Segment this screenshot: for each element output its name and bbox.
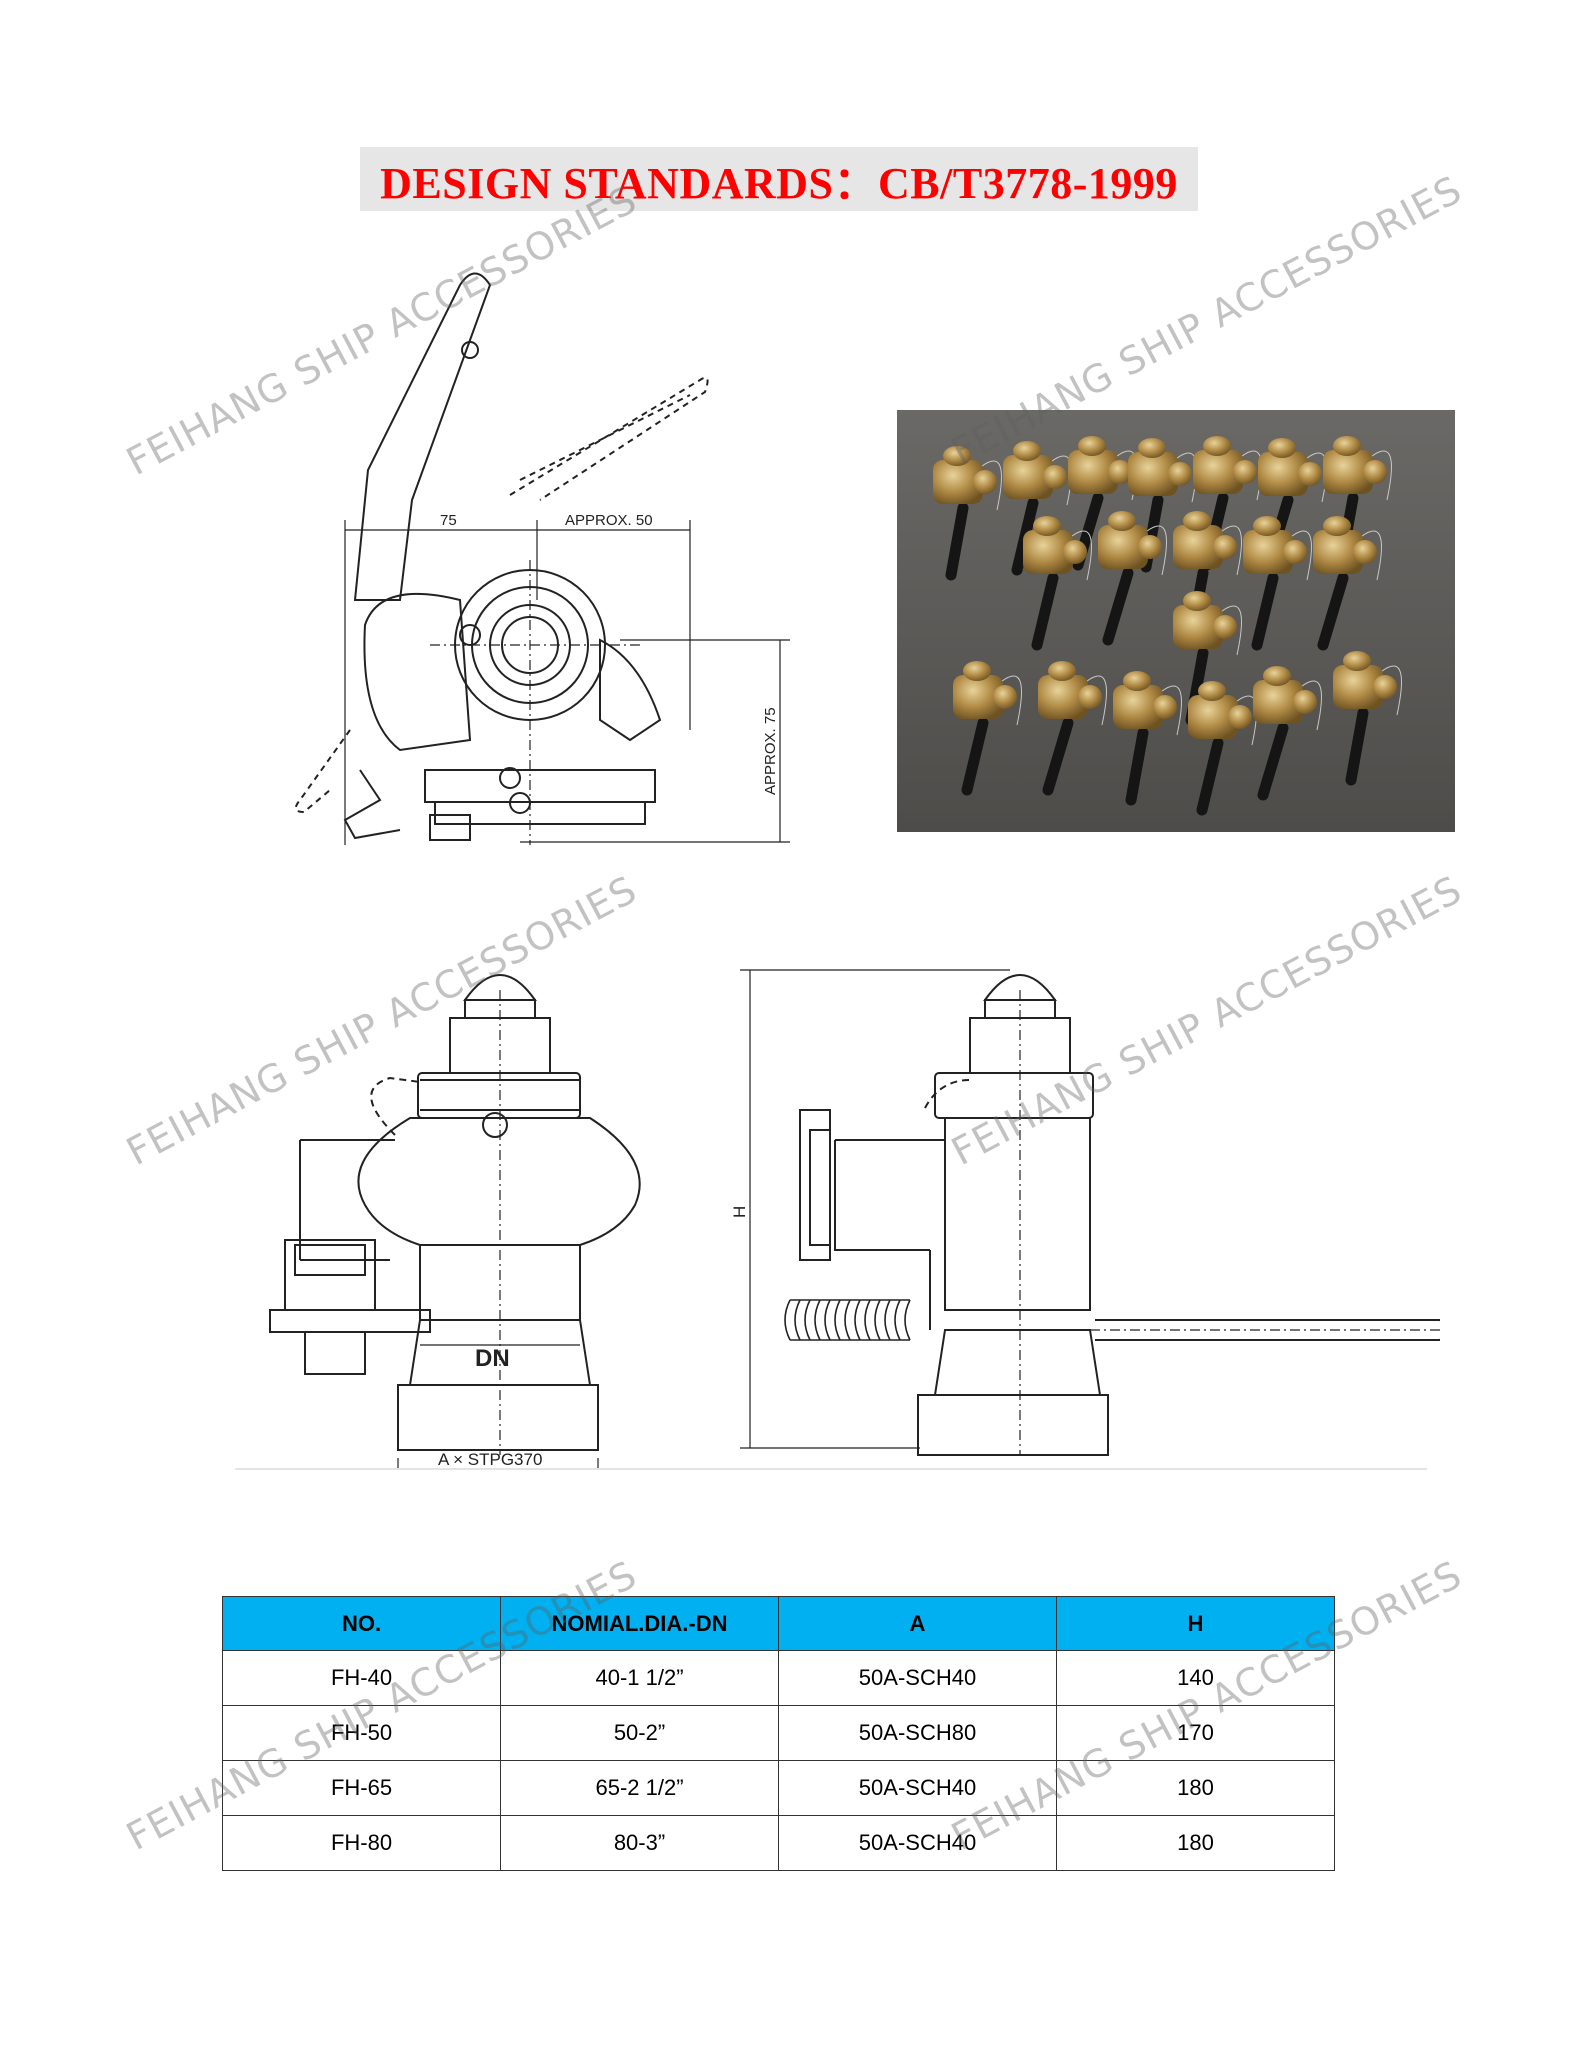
column-header-no: NO. bbox=[222, 1596, 501, 1651]
valve-shape bbox=[1173, 591, 1242, 726]
cell-no: FH-80 bbox=[222, 1815, 501, 1871]
front-view-drawing: DN A × STPG370 bbox=[269, 974, 641, 1470]
valve-shape bbox=[953, 661, 1022, 796]
valve-shape bbox=[1253, 666, 1322, 801]
valve-shape bbox=[1313, 516, 1382, 651]
product-photo bbox=[897, 410, 1455, 832]
table-row: FH-50 50-2” 50A-SCH80 170 bbox=[222, 1705, 1335, 1761]
cell-h: 180 bbox=[1056, 1815, 1335, 1871]
cell-a: 50A-SCH40 bbox=[778, 1650, 1057, 1706]
dim-h-label: H bbox=[730, 1206, 749, 1218]
cell-h: 170 bbox=[1056, 1705, 1335, 1761]
valve-shape bbox=[1113, 671, 1182, 806]
cell-dn: 50-2” bbox=[500, 1705, 779, 1761]
table-row: FH-65 65-2 1/2” 50A-SCH40 180 bbox=[222, 1760, 1335, 1816]
valve-shape bbox=[1243, 516, 1312, 651]
column-header-a: A bbox=[778, 1596, 1057, 1651]
cell-dn: 80-3” bbox=[500, 1815, 779, 1871]
page-title: DESIGN STANDARDS：CB/T3778-1999 bbox=[380, 159, 1178, 208]
valve-photo-illustration bbox=[897, 410, 1455, 832]
valve-shape bbox=[1098, 511, 1167, 646]
dim-approx-50-label: APPROX. 50 bbox=[565, 512, 653, 529]
side-view-drawing: H bbox=[730, 969, 1440, 1456]
cell-a: 50A-SCH40 bbox=[778, 1760, 1057, 1816]
valve-shape bbox=[1038, 661, 1107, 796]
lever-side-drawing: 75 APPROX. 50 APPROX. 75 bbox=[294, 272, 790, 845]
valve-shape bbox=[1333, 651, 1402, 786]
dim-75-label: 75 bbox=[440, 512, 457, 529]
cell-dn: 40-1 1/2” bbox=[500, 1650, 779, 1706]
table-row: FH-40 40-1 1/2” 50A-SCH40 140 bbox=[222, 1650, 1335, 1706]
cell-dn: 65-2 1/2” bbox=[500, 1760, 779, 1816]
dim-approx-75-label: APPROX. 75 bbox=[762, 707, 779, 795]
table-header-row: NO. NOMIAL.DIA.-DN A H bbox=[222, 1596, 1335, 1651]
spec-table: NO. NOMIAL.DIA.-DN A H FH-40 40-1 1/2” 5… bbox=[222, 1596, 1335, 1871]
valve-shape bbox=[933, 446, 1002, 581]
cell-no: FH-40 bbox=[222, 1650, 501, 1706]
separator-line bbox=[235, 1468, 1427, 1470]
cell-a: 50A-SCH80 bbox=[778, 1705, 1057, 1761]
cell-no: FH-50 bbox=[222, 1705, 501, 1761]
title-banner: DESIGN STANDARDS：CB/T3778-1999 bbox=[360, 147, 1198, 211]
cell-h: 180 bbox=[1056, 1760, 1335, 1816]
column-header-h: H bbox=[1056, 1596, 1335, 1651]
valve-shape bbox=[1023, 516, 1092, 651]
cell-no: FH-65 bbox=[222, 1760, 501, 1816]
dim-a-label: A × STPG370 bbox=[438, 1450, 542, 1469]
column-header-dn: NOMIAL.DIA.-DN bbox=[500, 1596, 779, 1651]
table-row: FH-80 80-3” 50A-SCH40 180 bbox=[222, 1815, 1335, 1871]
cell-a: 50A-SCH40 bbox=[778, 1815, 1057, 1871]
cell-h: 140 bbox=[1056, 1650, 1335, 1706]
dim-dn-label: DN bbox=[475, 1345, 510, 1372]
